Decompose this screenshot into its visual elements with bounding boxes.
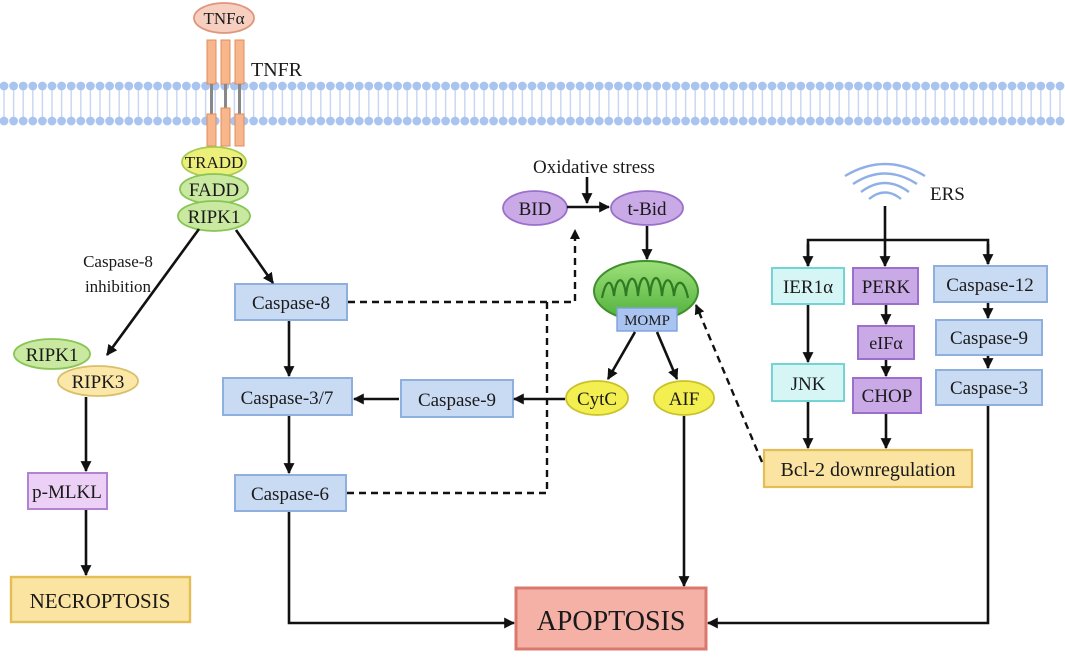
caspase-8-label: Caspase-8: [252, 293, 330, 314]
inhibition-label-line2: inhibition: [85, 277, 152, 296]
necroptosis-branch: Caspase-8 inhibition RIPK1 RIPK3 p-MLKL …: [9, 252, 192, 624]
cell-membrane: [0, 81, 1065, 126]
bid-label: BID: [519, 199, 552, 220]
caspase-6-label: Caspase-6: [251, 484, 329, 505]
apoptosis-label: APOPTOSIS: [537, 606, 686, 637]
apoptosis-outcome: APOPTOSIS: [514, 586, 708, 651]
er-stress-pathway: ERS IER1α JNK PERK eIFα CHOP Caspase-12 …: [762, 162, 1048, 489]
perk-node: [852, 267, 919, 305]
arrow-momp-to-cytc: [606, 331, 637, 380]
arrow-momp-to-aif: [655, 331, 679, 381]
perk-label: PERK: [862, 277, 911, 298]
necroptosis-label: NECROPTOSIS: [30, 589, 171, 613]
tbid-node: [610, 190, 684, 226]
tnf-alpha-ellipse: [193, 2, 255, 34]
jnk-node: [771, 363, 845, 402]
fadd-label: FADD: [189, 180, 239, 201]
caspase-8-node: [234, 283, 348, 321]
eifa-label: eIFα: [869, 333, 903, 353]
endoplasmic-reticulum-icon: [844, 162, 926, 200]
chop-node: [852, 377, 922, 414]
ers-label: ERS: [930, 184, 965, 205]
caspase-9-er-label: Caspase-9: [950, 328, 1028, 349]
cytc-node: [565, 380, 629, 416]
arrow-ripk1-to-caspase8: [234, 229, 275, 284]
tnf-receptor: TNFα TNFR: [193, 2, 303, 147]
bcl2-label: Bcl-2 downregulation: [781, 459, 956, 481]
momp-label: MOMP: [624, 313, 670, 329]
adaptor-complex: TRADD FADD RIPK1: [177, 146, 251, 232]
caspase-6-node: [234, 474, 347, 512]
dashed-caspase8-to-bid: [348, 228, 581, 304]
momp-node: [616, 307, 678, 332]
dashed-bcl2-to-mito: [694, 304, 764, 463]
ripk3-node: [57, 365, 139, 397]
oxidative-stress-label: Oxidative stress: [533, 157, 655, 178]
caspase-37-node: [222, 377, 353, 416]
aif-node: [653, 380, 715, 416]
dashed-caspase6-to-bid: [347, 302, 549, 495]
caspase-12-node: [933, 265, 1048, 303]
caspase-12-label: Caspase-12: [946, 275, 1034, 296]
p-mlkl-label: p-MLKL: [32, 482, 102, 503]
bcl2-node: [762, 448, 974, 489]
ripk1-label: RIPK1: [188, 207, 241, 228]
ripk1-necro-node: [13, 338, 91, 370]
jnk-label: JNK: [791, 374, 826, 395]
ers-branch-line: [806, 238, 990, 266]
aif-label: AIF: [669, 389, 700, 410]
ripk3-label: RIPK3: [72, 372, 125, 393]
chop-label: CHOP: [862, 386, 913, 407]
ripk1-node: [177, 200, 251, 232]
p-mlkl-node: [27, 472, 108, 510]
caspase-37-label: Caspase-3/7: [241, 388, 334, 409]
eifa-node: [857, 325, 915, 360]
arrow-caspase3-to-apoptosis: [706, 406, 990, 629]
cytc-label: CytC: [577, 389, 617, 410]
tnf-alpha-label: TNFα: [203, 9, 244, 28]
tbid-label: t-Bid: [627, 199, 667, 220]
caspase-9-label: Caspase-9: [418, 390, 496, 411]
caspase-3-node: [935, 369, 1043, 406]
inhibition-label-line1: Caspase-8: [83, 252, 153, 271]
arrow-caspase6-to-apoptosis: [287, 512, 516, 629]
ripk1-necro-label: RIPK1: [26, 345, 79, 366]
ier1a-node: [771, 267, 845, 305]
dashed-arrows: [347, 228, 764, 495]
mitochondrial-pathway: Oxidative stress BID t-Bid MOMP CytC AIF: [502, 157, 715, 416]
arrow-ripk1-to-ripk3: [105, 228, 201, 356]
solid-arrows: [80, 177, 994, 629]
caspase-9-node: [400, 379, 514, 418]
apoptosis-box: [514, 586, 708, 651]
caspase-3-label: Caspase-3: [950, 378, 1028, 399]
ier1a-label: IER1α: [783, 277, 833, 298]
caspase-9-er-node: [935, 319, 1043, 356]
necroptosis-box: [9, 575, 192, 624]
tnfr-label: TNFR: [251, 59, 303, 81]
tradd-label: TRADD: [185, 153, 244, 172]
extrinsic-cascade: Caspase-8 Caspase-3/7 Caspase-6 Caspase-…: [222, 283, 514, 512]
